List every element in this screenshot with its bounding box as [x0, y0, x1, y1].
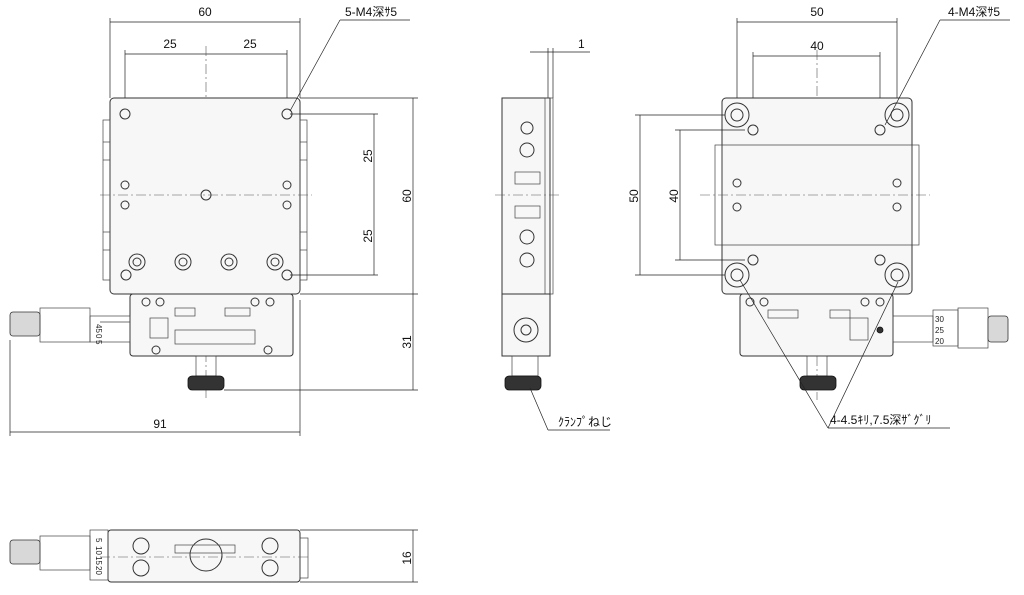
rear-view — [635, 18, 1010, 429]
rear-micrometer-cap — [987, 315, 1009, 343]
dim-rear-height: 50 — [627, 189, 641, 203]
dim-overall-width: 91 — [153, 417, 167, 431]
dim-rear-inner-width: 40 — [810, 39, 824, 53]
note-rear-tap: 4-M4深ｻ5 — [948, 5, 1000, 19]
note-rear-counterbore: 4-4.5ｷﾘ,7.5深ｻﾞｸﾞﾘ — [830, 413, 931, 427]
note-clamp-screw: ｸﾗﾝﾌﾟねじ — [558, 415, 612, 429]
note-front-tap: 5-M4深ｻ5 — [345, 5, 397, 19]
rear-scale-0: 30 — [935, 315, 944, 324]
side-clamp-knob — [504, 375, 542, 391]
dim-micrometer-offset: 31 — [400, 335, 414, 349]
bottom-scale-3: 20 — [94, 566, 103, 575]
rear-scale-2: 20 — [935, 337, 944, 346]
front-view — [9, 18, 418, 436]
bottom-view — [9, 529, 418, 583]
dim-rear-width: 50 — [810, 5, 824, 19]
bottom-micrometer-cap — [9, 539, 41, 565]
dim-front-height: 60 — [400, 189, 414, 203]
front-clamp-knob — [187, 375, 225, 391]
front-scale-2: 5 — [94, 340, 103, 345]
bottom-scale-1: 10 — [94, 546, 103, 555]
front-scale-0: 45 — [94, 324, 103, 333]
dim-front-pitch-left: 25 — [163, 37, 177, 51]
bottom-scale-0: 5 — [94, 538, 103, 543]
dim-bottom-height: 16 — [400, 551, 414, 565]
front-micrometer-cap — [9, 311, 41, 337]
rear-clamp-knob — [799, 375, 837, 391]
rear-scale-1: 25 — [935, 326, 944, 335]
dim-front-v-lower: 25 — [361, 229, 375, 243]
dim-rear-inner-height: 40 — [667, 189, 681, 203]
dim-front-v-upper: 25 — [361, 149, 375, 163]
side-view — [495, 48, 610, 431]
dim-side-thickness: 1 — [578, 37, 585, 51]
dim-front-width: 60 — [198, 5, 212, 19]
bottom-scale-2: 15 — [94, 556, 103, 565]
dim-front-pitch-right: 25 — [243, 37, 257, 51]
front-scale-1: 0 — [94, 334, 103, 339]
side-plate — [501, 97, 551, 295]
